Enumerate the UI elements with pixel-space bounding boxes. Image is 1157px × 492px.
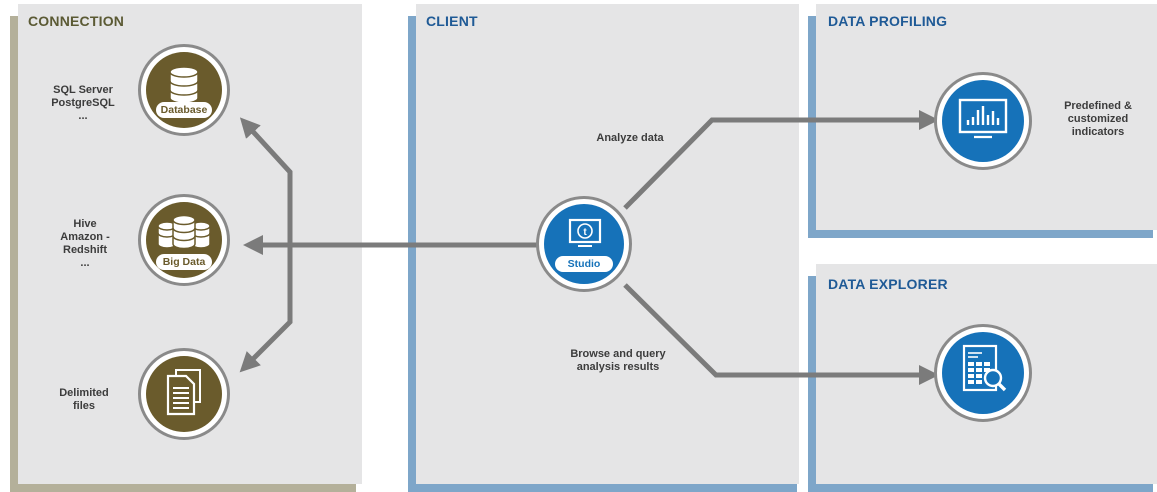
files-sources-label: Delimited files [59, 387, 109, 412]
database-sources-label: SQL Server PostgreSQL ... [51, 84, 115, 122]
files-node[interactable] [138, 348, 230, 440]
arrow-to-database [239, 117, 293, 245]
explorer-title: DATA EXPLORER [828, 276, 948, 292]
bigdata-badge: Big Data [156, 254, 212, 270]
big-data-icon [157, 214, 211, 250]
arrow-to-files [239, 245, 293, 373]
document-icon [166, 369, 201, 416]
bigdata-sources-label: Hive Amazon - Redshift ... [60, 218, 110, 269]
arrow-to-profiling [623, 110, 939, 210]
analyze-data-label: Analyze data [596, 132, 664, 144]
client-title: CLIENT [426, 13, 478, 29]
chart-monitor-icon [958, 98, 1008, 139]
connection-title: CONNECTION [28, 13, 125, 29]
bigdata-node[interactable]: Big Data [138, 194, 230, 286]
indicators-label: Predefined & customized indicators [1064, 100, 1132, 138]
svg-text:t: t [583, 227, 587, 238]
studio-monitor-icon: t [568, 218, 602, 247]
studio-badge: Studio [555, 256, 613, 272]
profiling-node[interactable] [934, 72, 1032, 170]
database-node[interactable]: Database [138, 44, 230, 136]
arrow-to-explorer [623, 283, 939, 385]
browse-query-label: Browse and query analysis results [570, 348, 666, 373]
table-search-icon [962, 344, 1007, 392]
explorer-node[interactable] [934, 324, 1032, 422]
studio-node[interactable]: t Studio [536, 196, 632, 292]
profiling-title: DATA PROFILING [828, 13, 948, 29]
database-badge: Database [156, 102, 212, 118]
